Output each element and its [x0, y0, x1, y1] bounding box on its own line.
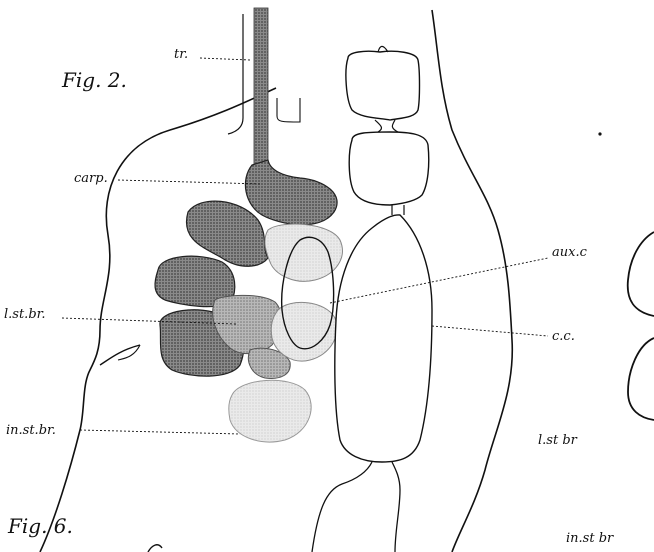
label-aux-c: aux.c [552, 246, 587, 259]
fig2-label: Fig. 2. [62, 70, 127, 90]
trichogyne [254, 8, 268, 168]
right-cell-upper [628, 232, 654, 316]
leader-instbr [80, 430, 240, 434]
label-l-st-br: l.st.br. [4, 308, 46, 321]
label-in-st-br: in.st.br. [6, 424, 56, 437]
fig6-label: Fig. 6. [8, 516, 73, 536]
central-cell-long [335, 215, 432, 462]
label-cc: c.c. [552, 330, 575, 343]
dot-mark [598, 132, 601, 135]
inner-sterile-branch-cell [229, 380, 311, 442]
label-in-st-br-2: in.st br [566, 532, 613, 545]
light-cell-1 [265, 224, 342, 281]
label-tr: tr. [174, 48, 188, 61]
right-cell-lower [628, 338, 654, 420]
inner-outline-left [100, 345, 140, 365]
tube-left [228, 14, 243, 134]
central-cell-top [346, 51, 420, 120]
label-carp: carp. [74, 172, 108, 185]
leader-carp [118, 180, 262, 184]
bottom-stalk [312, 462, 400, 552]
label-l-st-br-2: l.st br [538, 434, 577, 447]
bottom-mark [148, 545, 162, 552]
carpogonium-cell [245, 160, 337, 225]
leader-cc [432, 326, 548, 336]
central-cell-mid [349, 132, 429, 205]
tube-right-a [277, 98, 300, 122]
outer-outline-right [432, 10, 512, 552]
connector-2 [392, 205, 404, 215]
connector-1 [375, 120, 398, 132]
